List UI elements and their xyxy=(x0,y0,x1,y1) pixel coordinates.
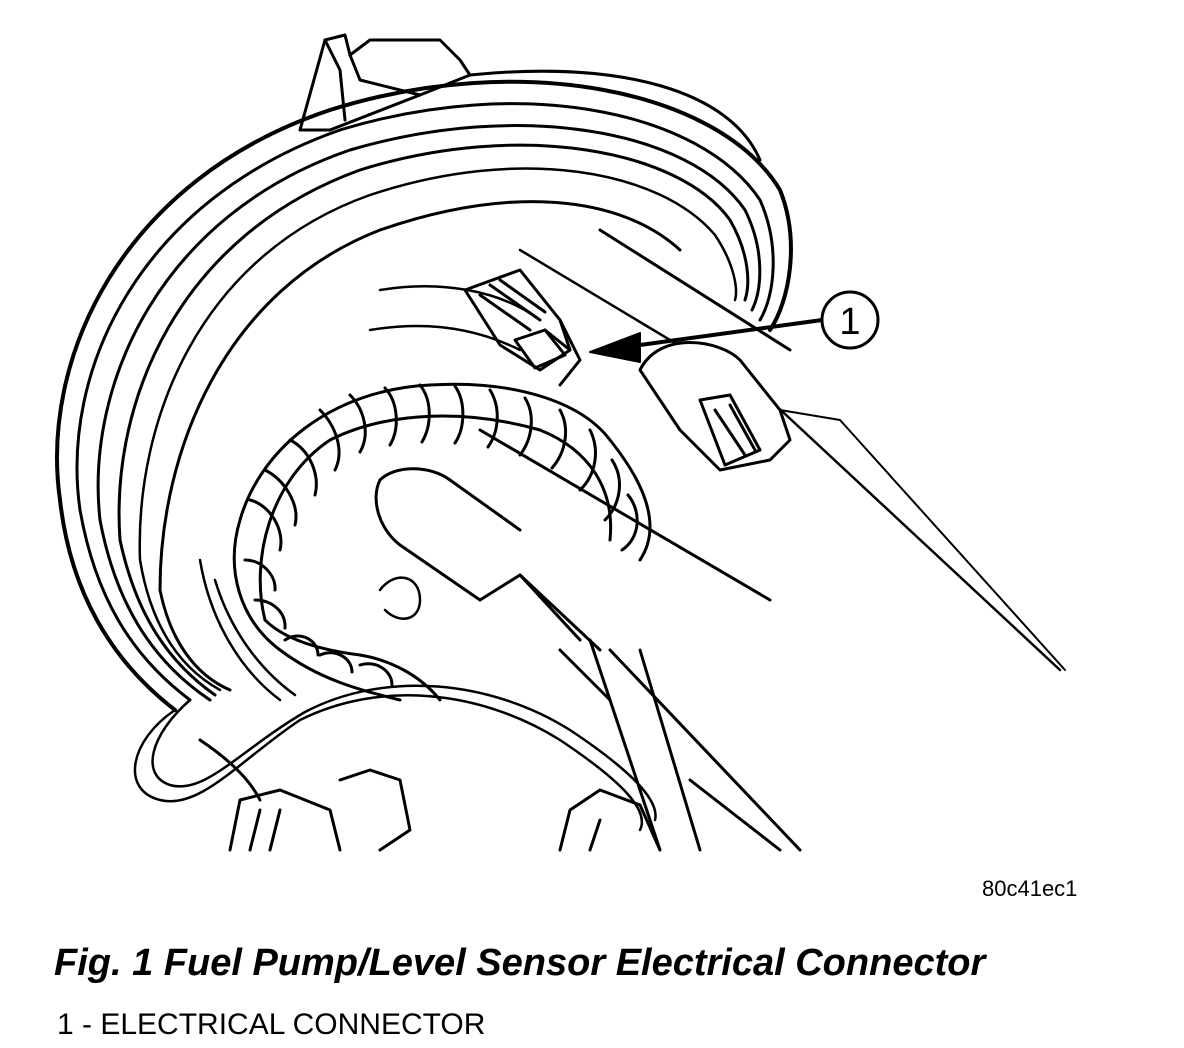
bottom-connectors xyxy=(198,738,662,852)
fuel-pump-line-drawing: 1 xyxy=(55,33,1066,852)
wire-loop xyxy=(133,576,657,832)
drawing-id: 80c41ec1 xyxy=(982,876,1078,901)
pump-reservoir-base xyxy=(198,285,542,702)
corrugated-wire-harness xyxy=(232,382,652,702)
fuel-pump-flange-ring xyxy=(55,69,793,712)
flange-top-connector xyxy=(298,33,472,132)
legend-item: 1 - ELECTRICAL CONNECTOR xyxy=(57,1008,486,1041)
pump-outlet-tube xyxy=(374,467,602,652)
retainer-clip-tab xyxy=(638,341,792,472)
callout-arrow xyxy=(589,318,824,363)
figure-caption: Fig. 1 Fuel Pump/Level Sensor Electrical… xyxy=(54,942,986,984)
electrical-connector-housing xyxy=(463,268,582,387)
callout-number: 1 xyxy=(839,301,860,343)
callout-1: 1 xyxy=(820,290,880,350)
